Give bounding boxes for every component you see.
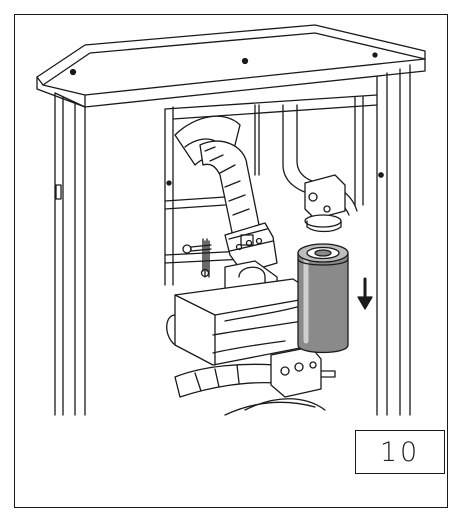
left-post	[54, 92, 86, 416]
elbow-fitting	[182, 222, 278, 278]
lower-hose	[174, 346, 336, 416]
figure-frame: 10	[14, 14, 448, 508]
down-arrow-icon	[357, 277, 373, 310]
step-number-box: 10	[355, 430, 445, 474]
filter-head	[304, 174, 346, 233]
technical-drawing	[36, 24, 426, 416]
large-hose	[174, 115, 261, 238]
top-panel	[36, 24, 426, 108]
right-post	[376, 64, 411, 416]
oil-filter	[297, 243, 349, 354]
step-number: 10	[379, 436, 421, 468]
bolt	[200, 238, 210, 278]
